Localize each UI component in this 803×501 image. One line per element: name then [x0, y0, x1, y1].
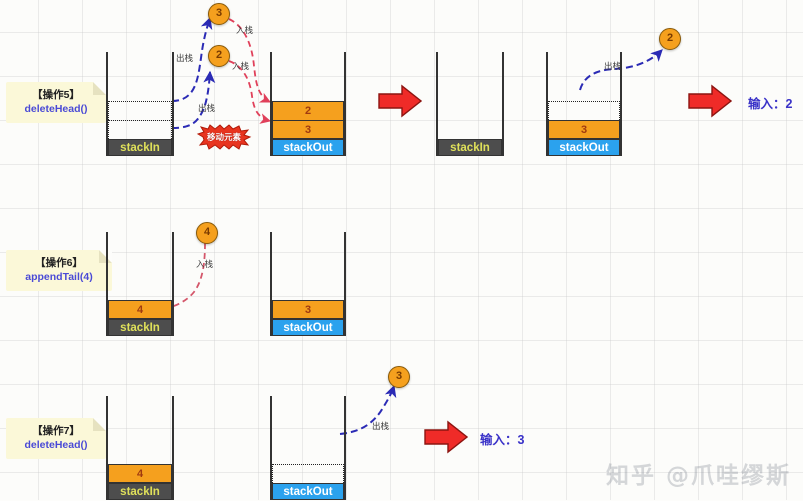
annotation-pop: 出栈 — [176, 53, 194, 63]
stack-out2-row5: 3 stackOut — [546, 52, 622, 156]
annotation-push: 入栈 — [236, 25, 254, 35]
stack-ghost-slot — [272, 464, 344, 483]
stack-wall-left — [106, 396, 108, 500]
stack-slot-value: 3 — [548, 120, 620, 139]
stack-slots: 3 stackOut — [548, 101, 620, 156]
stack-in2-row5: stackIn — [436, 52, 504, 156]
stack-walls — [270, 396, 346, 500]
stack-slot-value: 4 — [108, 464, 172, 483]
stack-walls — [270, 232, 346, 336]
result-arrow-row5 — [688, 84, 733, 118]
stack-wall-right — [502, 52, 504, 156]
stack-base-label: stackIn — [438, 139, 502, 156]
annotation-push: 入栈 — [232, 61, 250, 71]
cloud-shape — [196, 124, 252, 150]
token-2: 2 — [208, 45, 230, 67]
stack-walls — [546, 52, 622, 156]
stack-slots: 4 stackIn — [108, 464, 172, 500]
output-text-row7: 输入：3 — [480, 433, 525, 447]
stack-slots: 3 stackOut — [272, 300, 344, 336]
stack-wall-right — [344, 52, 346, 156]
stack-ghost-slot — [108, 120, 172, 139]
annotation-pop: 出栈 — [372, 421, 390, 431]
block-arrow-icon — [378, 84, 423, 118]
op-function: deleteHead() — [24, 103, 88, 116]
stack-walls — [270, 52, 346, 156]
op-title: 【操作6】 — [35, 257, 83, 269]
stack-base-label: stackIn — [108, 139, 172, 156]
stack-in-row6: 4 stackIn — [106, 232, 174, 336]
stack-base-label: stackOut — [272, 319, 344, 336]
stack-out-row6: 3 stackOut — [270, 232, 346, 336]
stack-slot-value: 3 — [272, 300, 344, 319]
stack-base-label: stackIn — [108, 483, 172, 500]
stack-in-row5: stackIn — [106, 52, 174, 156]
token-output-2: 2 — [659, 28, 681, 50]
stack-wall-right — [344, 396, 346, 500]
stack-base-label: stackIn — [108, 319, 172, 336]
stack-wall-right — [172, 396, 174, 500]
annotation-push: 入栈 — [196, 259, 214, 269]
stack-slot-value: 2 — [272, 101, 344, 120]
stack-out-row7: stackOut — [270, 396, 346, 500]
annotation-pop: 出栈 — [604, 61, 622, 71]
stack-wall-right — [172, 52, 174, 156]
stack-out-row5: 2 3 stackOut — [270, 52, 346, 156]
move-element-cloud: 移动元素 — [196, 124, 252, 150]
token-4: 4 — [196, 222, 218, 244]
op-title: 【操作7】 — [32, 425, 80, 437]
op-label-row7: 【操作7】 deleteHead() — [6, 418, 106, 460]
result-arrow-row7 — [424, 420, 469, 454]
stack-walls — [106, 232, 174, 336]
stack-slots: stackIn — [108, 101, 172, 156]
stack-wall-right — [344, 232, 346, 336]
stack-wall-left — [270, 232, 272, 336]
stack-slot-value: 3 — [272, 120, 344, 139]
stack-in-row7: 4 stackIn — [106, 396, 174, 500]
token-3: 3 — [208, 3, 230, 25]
stack-wall-left — [106, 232, 108, 336]
stack-base-label: stackOut — [272, 483, 344, 500]
op-function: deleteHead() — [24, 439, 88, 452]
output-text-row5: 输入：2 — [748, 97, 793, 111]
stack-wall-left — [436, 52, 438, 156]
stack-wall-left — [270, 396, 272, 500]
stack-wall-left — [106, 52, 108, 156]
stack-ghost-slot — [108, 101, 172, 120]
stack-wall-right — [620, 52, 622, 156]
block-arrow-icon — [688, 84, 733, 118]
op-title: 【操作5】 — [32, 89, 80, 101]
stack-base-label: stackOut — [272, 139, 344, 156]
op-function: appendTail(4) — [25, 271, 93, 284]
flow-arrow-row5 — [378, 84, 423, 118]
token-output-3: 3 — [388, 366, 410, 388]
stack-walls — [436, 52, 504, 156]
stack-wall-left — [270, 52, 272, 156]
op-label-row6: 【操作6】 appendTail(4) — [6, 250, 112, 292]
stack-wall-right — [172, 232, 174, 336]
op-label-row5: 【操作5】 deleteHead() — [6, 82, 106, 124]
stack-base-label: stackOut — [548, 139, 620, 156]
stack-ghost-slot — [548, 101, 620, 120]
stack-slots: stackIn — [438, 139, 502, 156]
cloud-label: 移动元素 — [206, 132, 241, 142]
stack-walls — [106, 396, 174, 500]
block-arrow-icon — [424, 420, 469, 454]
stack-walls — [106, 52, 174, 156]
stack-slots: 2 3 stackOut — [272, 101, 344, 156]
arrow-pop-2 — [171, 70, 216, 129]
stack-wall-left — [546, 52, 548, 156]
stack-slots: stackOut — [272, 464, 344, 500]
watermark: 知乎 @爪哇缪斯 — [605, 463, 791, 489]
annotation-pop: 出栈 — [198, 103, 216, 113]
stack-slot-value: 4 — [108, 300, 172, 319]
stack-slots: 4 stackIn — [108, 300, 172, 336]
